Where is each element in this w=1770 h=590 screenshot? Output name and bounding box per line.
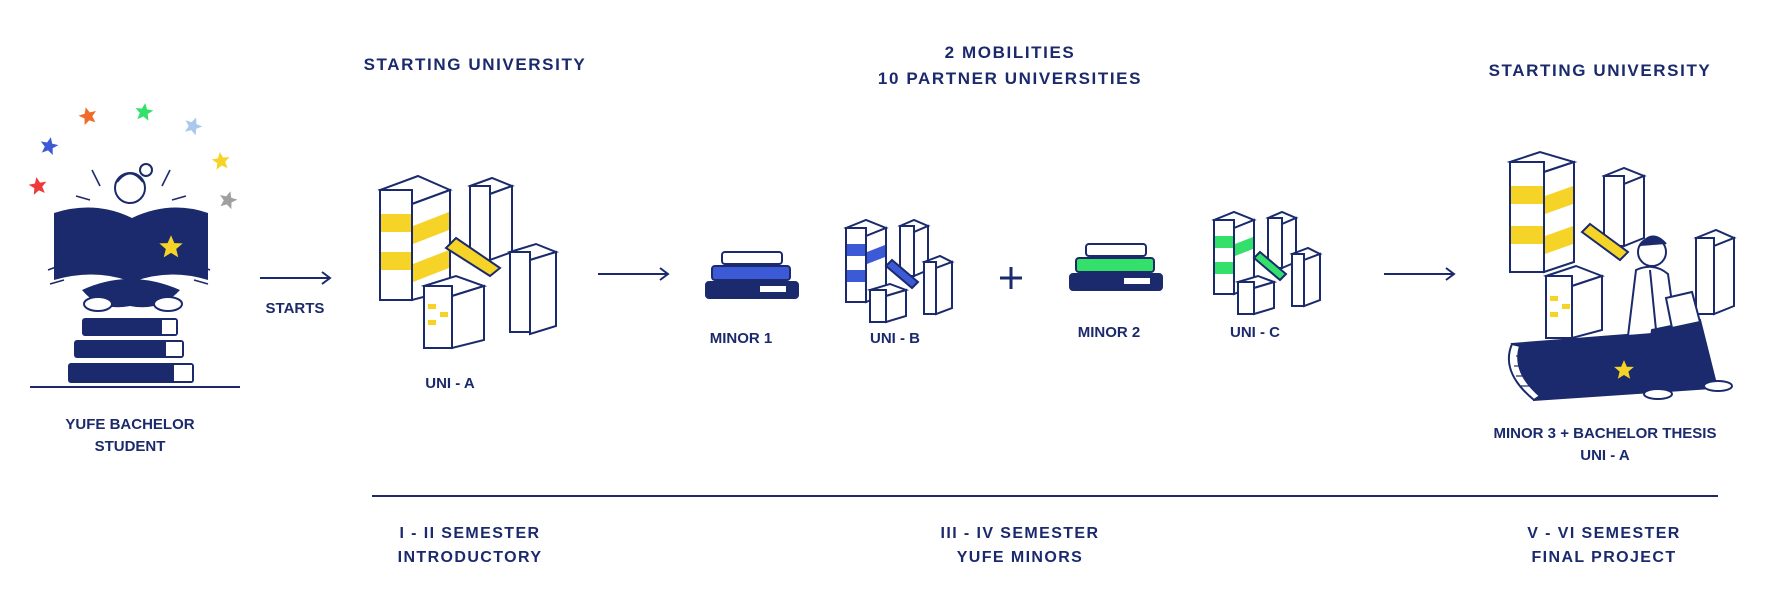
final-project-illustration (1506, 150, 1737, 402)
star-icon (38, 135, 60, 156)
semester-phase: YUFE MINORS (956, 549, 1084, 566)
final-project-label: MINOR 3 + BACHELOR THESIS UNI - A (1480, 423, 1730, 467)
semester-3-4: III - IV SEMESTER YUFE MINORS (920, 522, 1120, 570)
student-label: YUFE BACHELOR STUDENT (40, 414, 220, 458)
uni-a-label: UNI - A (425, 375, 475, 392)
mobilities-header: 2 MOBILITIES 10 PARTNER UNIVERSITIES (850, 40, 1170, 92)
semester-range: V - VI SEMESTER (1527, 525, 1681, 542)
starts-label: STARTS (265, 300, 325, 317)
star-icon (133, 101, 155, 122)
book-stack-icon (30, 318, 240, 388)
final-label-line1: MINOR 3 + BACHELOR THESIS (1493, 425, 1717, 442)
plus-icon (1000, 267, 1022, 289)
star-icon (181, 114, 205, 137)
uni-b-label: UNI - B (870, 330, 920, 347)
star-icon (76, 104, 99, 127)
building-cluster-icon (1211, 210, 1323, 316)
semester-1-2: I - II SEMESTER INTRODUCTORY (370, 522, 570, 570)
semester-phase: INTRODUCTORY (397, 549, 543, 566)
building-cluster-icon (377, 174, 560, 350)
minor2-label: MINOR 2 (1077, 324, 1141, 341)
starting-university-left-header: STARTING UNIVERSITY (363, 55, 587, 74)
star-icon (217, 188, 240, 211)
student-illustration (27, 101, 240, 388)
minor1-label: MINOR 1 (709, 330, 773, 347)
starting-university-right-header: STARTING UNIVERSITY (1488, 61, 1712, 80)
book-stack-icon (705, 251, 799, 299)
arrow-right-icon (1384, 267, 1456, 281)
student-label-line2: STUDENT (94, 438, 166, 455)
semester-phase: FINAL PROJECT (1531, 549, 1677, 566)
uni-c-label: UNI - C (1230, 324, 1280, 341)
building-cluster-icon (843, 218, 955, 324)
star-icon (27, 175, 49, 196)
star-icon (210, 150, 232, 171)
book-stack-icon (1069, 243, 1163, 291)
student-label-line1: YUFE BACHELOR (65, 416, 195, 433)
semester-range: III - IV SEMESTER (940, 525, 1100, 542)
semester-range: I - II SEMESTER (399, 525, 541, 542)
semester-5-6: V - VI SEMESTER FINAL PROJECT (1504, 522, 1704, 570)
mobilities-line: 2 MOBILITIES (944, 43, 1076, 62)
final-label-line2: UNI - A (1580, 447, 1630, 464)
partners-line: 10 PARTNER UNIVERSITIES (877, 69, 1143, 88)
arrow-right-icon (598, 267, 670, 281)
arrow-right-icon (260, 271, 332, 285)
